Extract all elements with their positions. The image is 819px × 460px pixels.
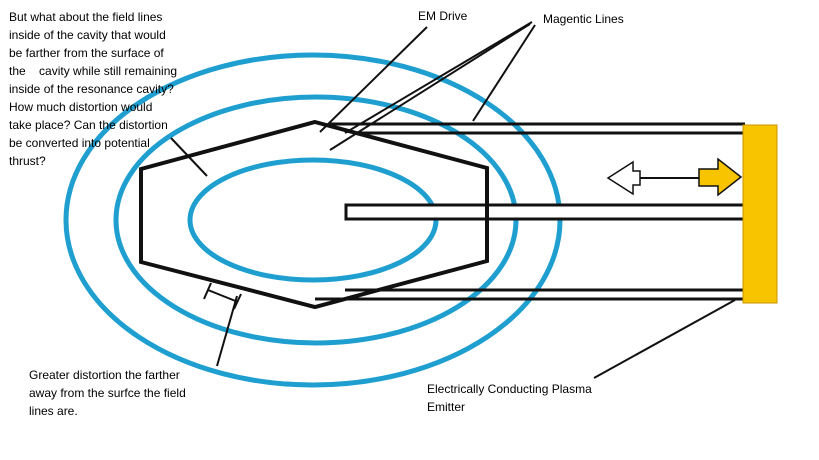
- emitter-label-line: Emitter: [427, 400, 466, 414]
- emitter-label-line: Electrically Conducting Plasma: [427, 382, 592, 396]
- left-arrow-head-icon: [606, 160, 641, 196]
- distortion-note-line: lines are.: [29, 404, 78, 418]
- question-note-line: How much distortion would: [9, 100, 153, 114]
- emitter-rails: [315, 122, 745, 301]
- right-arrow-head-icon: [698, 157, 743, 197]
- question-note-line: But what about the field lines: [9, 10, 163, 24]
- question-note-line: be converted into potential: [9, 136, 150, 150]
- magnetic-leader-2: [329, 23, 531, 151]
- distortion-marker-tick-right: [233, 293, 242, 310]
- question-note-line: thrust?: [9, 154, 46, 168]
- emitter-leader: [593, 299, 736, 379]
- emitter-plate: [742, 124, 778, 304]
- magnetic-leader-3: [472, 24, 536, 122]
- distortion-note-line: Greater distortion the farther: [29, 368, 180, 382]
- em-drive-label: EM Drive: [418, 9, 468, 23]
- em-drive-cavity: [139, 119, 489, 310]
- distortion-marker-bar: [207, 289, 239, 303]
- motion-arrow: [606, 157, 743, 197]
- magnetic-lines-label: Magentic Lines: [543, 12, 624, 26]
- question-note-line: inside of the resonance cavity?: [9, 82, 174, 96]
- question-note-line: take place? Can the distortion: [9, 118, 168, 132]
- question-leader: [170, 137, 208, 177]
- question-note-line: inside of the cavity that would: [9, 28, 166, 42]
- distortion-note: Greater distortion the farther away from…: [29, 366, 186, 420]
- em-drive-leader: [319, 26, 428, 133]
- distortion-marker-tick-left: [203, 282, 212, 300]
- distortion-marker: [203, 282, 242, 310]
- question-note-line: be farther from the surface of: [9, 46, 164, 60]
- leader-lines: [170, 21, 736, 379]
- center-rod: [344, 203, 764, 221]
- distortion-note-line: away from the surfce the field: [29, 386, 186, 400]
- magnetic-leader-1: [344, 21, 533, 134]
- question-note: But what about the field lines inside of…: [9, 8, 177, 170]
- emitter-label: Electrically Conducting Plasma Emitter: [427, 380, 592, 416]
- question-note-line: the cavity while still remaining: [9, 64, 178, 78]
